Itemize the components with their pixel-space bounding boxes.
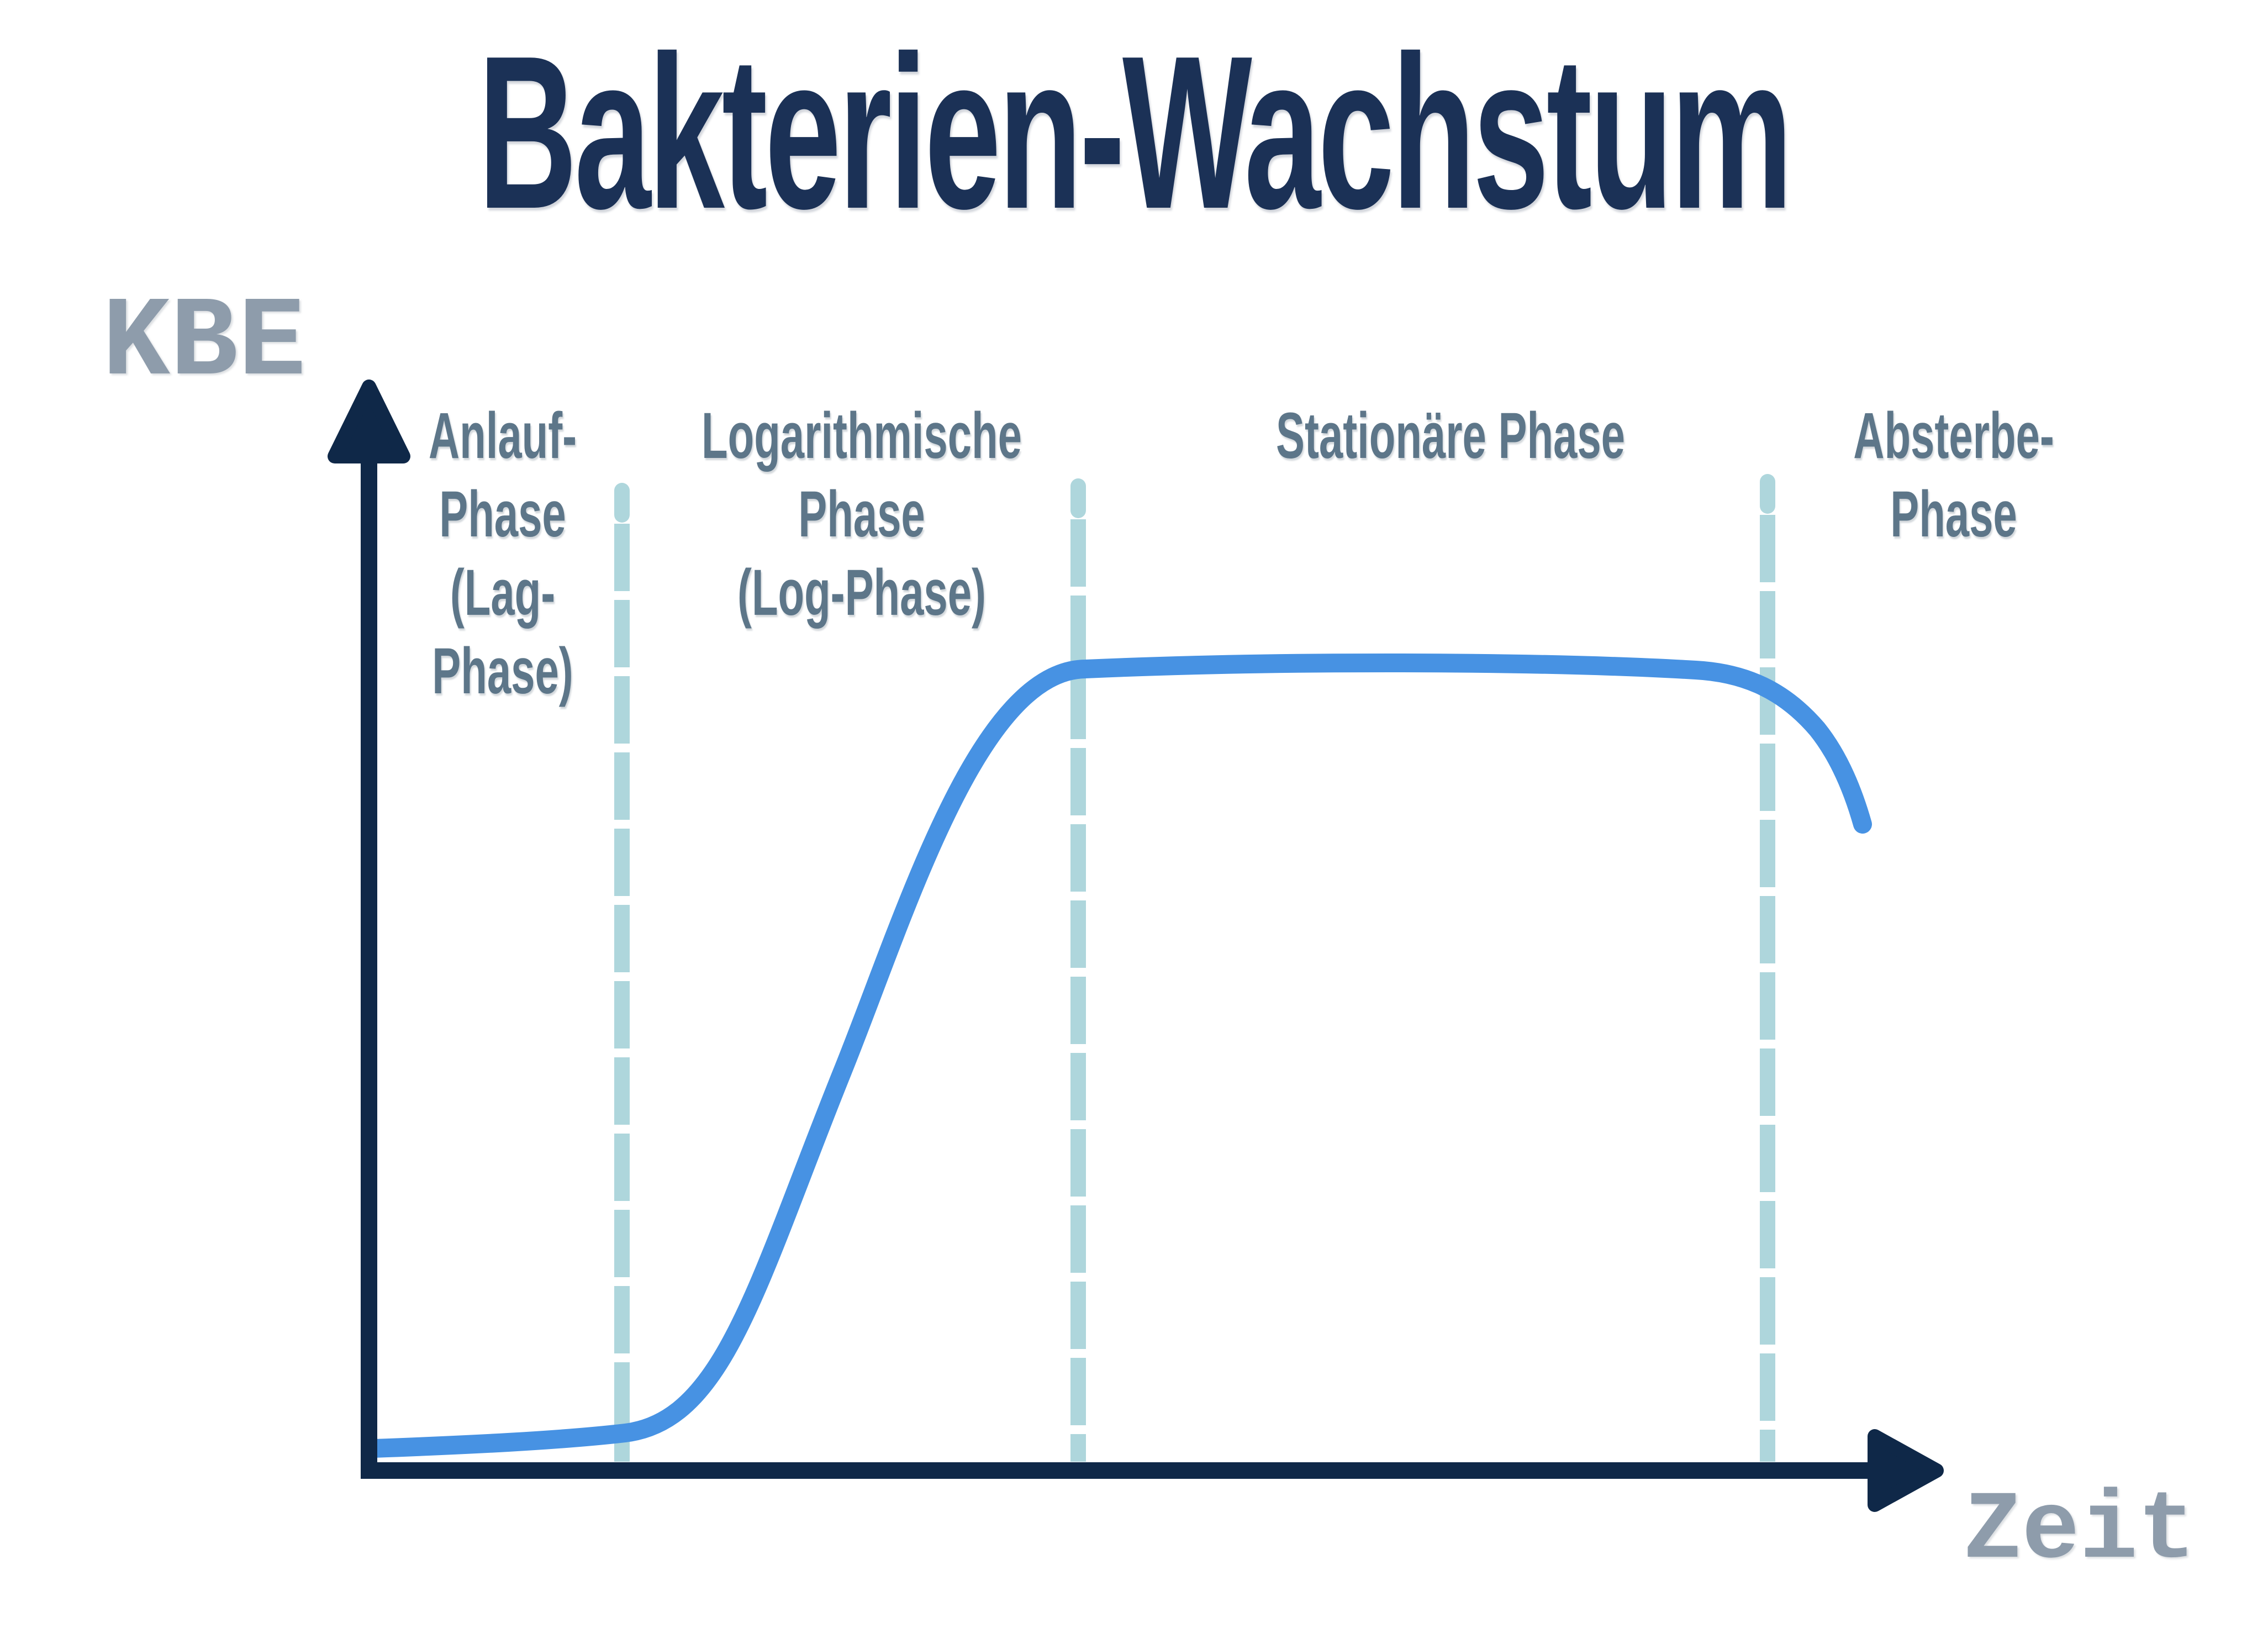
page-title: Bakterien-Wachstum: [478, 10, 1792, 254]
phase-label-line: Absterbe-: [1853, 399, 2054, 472]
phase-label-line: (Lag-: [450, 556, 556, 629]
phase-label-line: Stationäre Phase: [1276, 399, 1625, 472]
x-axis-label: Zeit: [1964, 1476, 2196, 1586]
phase-label-line: Logarithmische: [702, 399, 1022, 472]
phase-label-log: Logarithmische Phase (Log-Phase): [702, 397, 1022, 632]
phase-label-absterbe: Absterbe- Phase: [1853, 397, 2054, 554]
phase-label-line: Phase: [1890, 478, 2017, 551]
phase-label-line: Anlauf-: [428, 399, 577, 472]
y-axis-label: KBE: [102, 279, 307, 408]
phase-label-line: Phase: [798, 478, 925, 551]
phase-label-line: (Log-Phase): [737, 556, 986, 629]
y-axis-arrowhead-icon: [328, 380, 410, 463]
phase-label-line: Phase: [439, 478, 566, 551]
phase-label-line: Phase): [432, 635, 573, 708]
phase-label-stationaer: Stationäre Phase: [1276, 397, 1625, 475]
growth-curve: [364, 653, 1872, 1458]
phase-label-anlauf: Anlauf- Phase (Lag- Phase): [429, 397, 577, 710]
x-axis-arrowhead-icon: [1868, 1429, 1944, 1512]
